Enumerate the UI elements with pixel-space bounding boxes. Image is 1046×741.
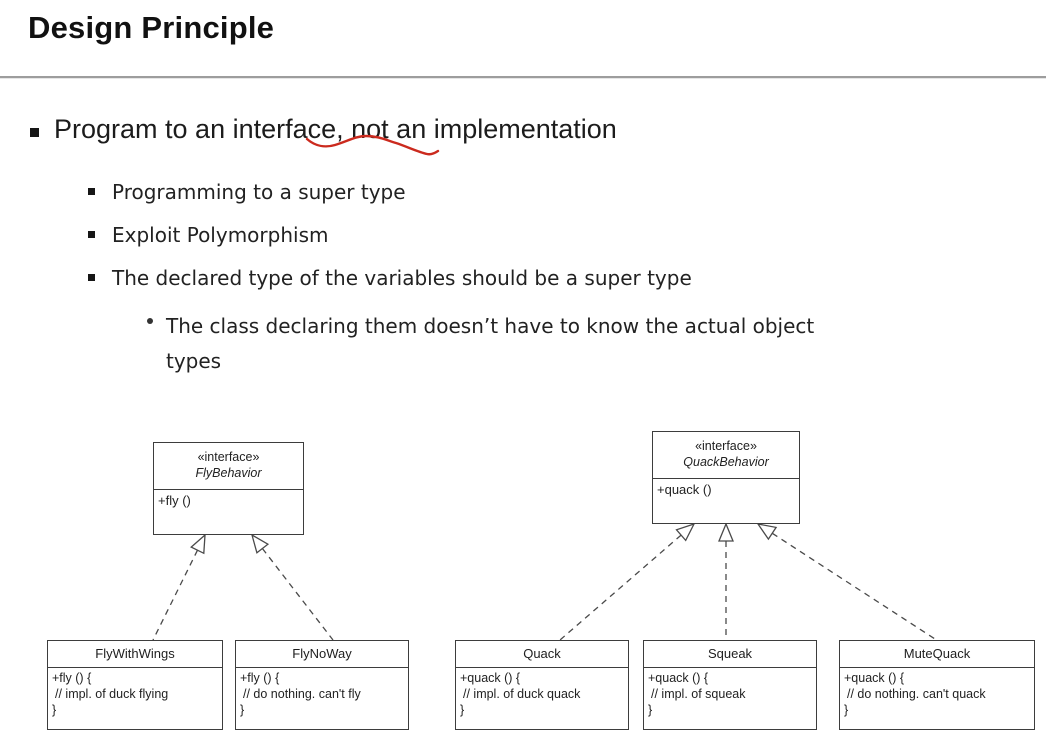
- page-title: Design Principle: [28, 10, 275, 45]
- code-line: // impl. of squeak: [651, 687, 746, 701]
- code-line: +fly () {: [240, 671, 280, 685]
- code-line: }: [52, 703, 57, 717]
- bullet-sub-text: Programming to a super type: [112, 180, 406, 204]
- class-body: +fly () { // impl. of duck flying }: [48, 667, 222, 718]
- class-box-mutequack: MuteQuack +quack () { // do nothing. can…: [839, 640, 1035, 730]
- class-name: QuackBehavior: [683, 455, 769, 469]
- hollow-triangle-arrow-icon: [250, 533, 270, 554]
- method-label: +fly (): [154, 489, 303, 511]
- bullet-sub-text: The declared type of the variables shoul…: [112, 266, 692, 290]
- class-body: +quack () { // impl. of squeak }: [644, 667, 816, 718]
- code-line: +fly () {: [52, 671, 92, 685]
- class-body: +fly () { // do nothing. can't fly }: [236, 667, 408, 718]
- bullet-sub-text: Exploit Polymorphism: [112, 223, 329, 247]
- class-name: Quack: [523, 646, 561, 661]
- dashed-connector: [261, 548, 334, 641]
- interface-header: «interface» QuackBehavior: [653, 432, 799, 478]
- hollow-triangle-arrow-icon: [756, 523, 778, 541]
- dashed-connector: [559, 534, 682, 641]
- dashed-connector: [152, 549, 199, 641]
- code-line: }: [648, 703, 653, 717]
- code-line: // do nothing. can't fly: [243, 687, 361, 701]
- code-line: // do nothing. can't quack: [847, 687, 986, 701]
- class-body: +quack () { // impl. of duck quack }: [456, 667, 628, 718]
- class-name: FlyBehavior: [195, 466, 262, 480]
- bullet-square-icon: [88, 231, 95, 238]
- code-line: +quack () {: [844, 671, 905, 685]
- bullet-square-icon: [88, 188, 95, 195]
- title-divider: [0, 76, 1046, 79]
- stereotype-label: «interface»: [695, 439, 757, 453]
- class-name: Squeak: [707, 646, 753, 661]
- class-box-flybehavior: «interface» FlyBehavior +fly (): [153, 442, 304, 535]
- class-box-quack: Quack +quack () { // impl. of duck quack…: [455, 640, 629, 730]
- class-box-squeak: Squeak +quack () { // impl. of squeak }: [643, 640, 817, 730]
- class-name: MuteQuack: [903, 646, 971, 661]
- dashed-connector: [771, 532, 936, 640]
- code-line: // impl. of duck flying: [55, 687, 169, 701]
- hollow-triangle-arrow-icon: [718, 522, 734, 542]
- bullet-square-icon: [88, 274, 95, 281]
- code-line: }: [460, 703, 465, 717]
- stereotype-label: «interface»: [197, 450, 260, 464]
- bullet-square-icon: [30, 128, 39, 137]
- code-line: +quack () {: [460, 671, 521, 685]
- class-name: FlyNoWay: [292, 646, 352, 661]
- code-line: }: [240, 703, 245, 717]
- class-box-quackbehavior: «interface» QuackBehavior +quack (): [652, 431, 800, 524]
- class-box-flynoway: FlyNoWay +fly () { // do nothing. can't …: [235, 640, 409, 730]
- bullet-subsub-text: The class declaring them doesn’t have to…: [166, 309, 814, 379]
- hollow-triangle-arrow-icon: [190, 533, 206, 555]
- bullet-subsub-line: types: [166, 349, 222, 373]
- hollow-triangle-arrow-icon: [675, 522, 696, 542]
- interface-header: «interface» FlyBehavior: [154, 443, 303, 489]
- bullet-dot-icon: [147, 318, 153, 324]
- class-name: FlyWithWings: [95, 646, 175, 661]
- code-line: }: [844, 703, 849, 717]
- bullet-subsub-line: The class declaring them doesn’t have to…: [166, 314, 815, 338]
- bullet-main-text: Program to an interface, not an implemen…: [54, 114, 617, 144]
- code-line: // impl. of duck quack: [463, 687, 581, 701]
- method-label: +quack (): [653, 478, 799, 500]
- class-body: +quack () { // do nothing. can't quack }: [840, 667, 1034, 718]
- class-box-flywithwings: FlyWithWings +fly () { // impl. of duck …: [47, 640, 223, 730]
- code-line: +quack () {: [648, 671, 709, 685]
